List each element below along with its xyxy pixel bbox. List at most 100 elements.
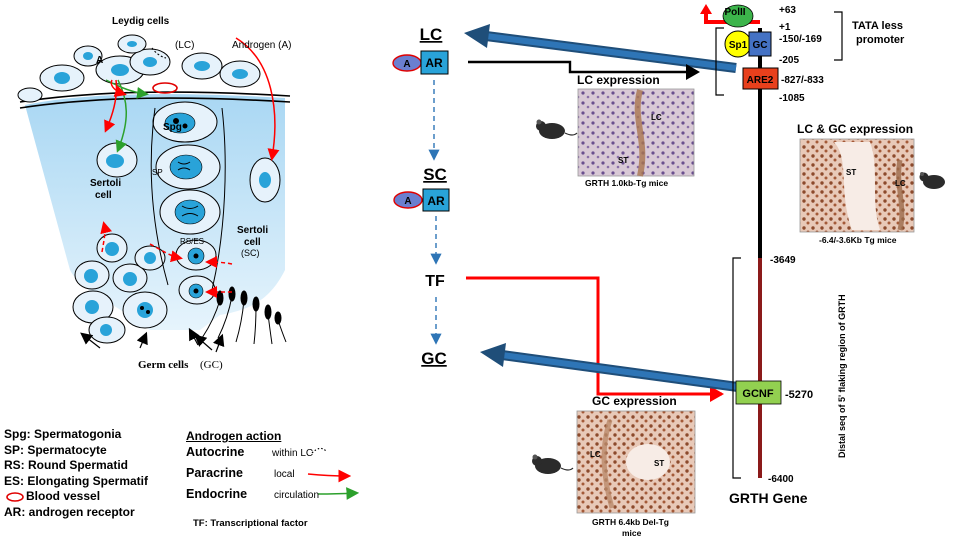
histology-image-64kb: LC ST: [576, 410, 696, 514]
androgen-label: Androgen (A): [232, 40, 291, 51]
peripheral-germ-cells: [72, 142, 281, 344]
tata-label-2: promoter: [856, 34, 905, 46]
germ-cell-pointer-arrow: [80, 332, 101, 349]
img3-lc-label: LC: [895, 179, 906, 188]
abbreviation-legend: Spg: Spermatogonia SP: Spermatocyte RS: …: [4, 427, 179, 520]
pos-5270: -5270: [785, 389, 813, 401]
androgen-oval-1-label: A: [403, 59, 410, 70]
mouse-icon: [536, 119, 578, 139]
germ-cell-pointer-arrow: [136, 331, 148, 349]
endocrine-line-sample: [317, 487, 360, 500]
germ-cell-column: [152, 101, 221, 305]
autocrine-desc: within LC: [272, 448, 314, 459]
sertoli-boundary: [211, 107, 226, 291]
histology-image-36kb: ST LC: [799, 138, 915, 233]
caption-64kb-1: GRTH 6.4kb Del-Tg: [592, 517, 669, 527]
gc-box: [748, 31, 772, 57]
androgen-a-small-label: A: [96, 55, 103, 66]
androgen-action-title: Androgen action: [186, 429, 282, 443]
caption-64kb-2: mice: [622, 528, 642, 538]
img2-lc-label: LC: [590, 450, 601, 459]
lc-gc-expression-label: LC & GC expression: [797, 122, 913, 136]
paracrine-name: Paracrine: [186, 466, 243, 480]
sp-label: SP: [152, 168, 163, 177]
legend-item-ar: AR: androgen receptor: [4, 504, 135, 519]
gc-node: GC: [421, 349, 447, 368]
sc-node: SC: [423, 165, 447, 184]
paracrine-desc: local: [274, 469, 295, 480]
lc-expression-label: LC expression: [577, 73, 660, 87]
paracrine-row: Paracrine local: [186, 466, 295, 480]
mouse-icon: [532, 454, 574, 474]
lc-expression-arrow: [468, 60, 690, 74]
tf-to-gcnf-arrowhead: [710, 386, 724, 402]
pos-3649: -3649: [770, 255, 796, 266]
androgen-oval-2-label: A: [404, 196, 411, 207]
autocrine-row: Autocrine within LC: [186, 445, 313, 459]
distal-bracket: [732, 257, 741, 479]
polii-label: PolII: [724, 7, 745, 18]
img3-st-label: ST: [846, 168, 856, 177]
legend-item-blood-vessel: Blood vessel: [26, 489, 101, 503]
paracrine-dashed-arrow: [205, 256, 233, 269]
endocrine-name: Endocrine: [186, 487, 248, 501]
endocrine-row: Endocrine circulation: [186, 487, 319, 501]
gcnf-label: GCNF: [742, 388, 773, 400]
distal-seq-label: Distal seq of 5' flaking region of GRTH: [837, 294, 847, 458]
sertoli-right-label-2: cell: [244, 237, 261, 248]
androgen-action-legend: Androgen action Autocrine within LC Parac…: [186, 429, 361, 504]
leydig-cells-label: Leydig cells: [112, 16, 170, 27]
img1-lc-label: LC: [651, 113, 662, 122]
lc-label: (LC): [175, 40, 194, 51]
are2-label: ARE2: [747, 75, 774, 86]
germ-cells-label: Germ cells: [138, 359, 189, 371]
sertoli-right-label-3: (SC): [241, 248, 260, 258]
caption-1kb: GRTH 1.0kb-Tg mice: [585, 178, 668, 188]
caption-36kb: -6.4/-3.6Kb Tg mice: [819, 235, 897, 245]
histology-image-1kb: LC ST: [577, 88, 695, 177]
autocrine-name: Autocrine: [186, 445, 245, 459]
sertoli-left-label-2: cell: [95, 190, 112, 201]
germ-cell-pointer-arrow: [194, 334, 213, 351]
blood-vessel-legend-icon: [6, 492, 24, 502]
tf-to-gcnf-red-path: [466, 276, 722, 396]
rses-label: RS/ES: [180, 237, 204, 246]
legend-item-sp: SP: Spermatocyte: [4, 442, 107, 457]
pos-150-169: -150/-169: [779, 34, 822, 45]
sertoli-left-label-1: Sertoli: [90, 178, 121, 189]
ar-box-1: [420, 50, 449, 75]
paracrine-arrow: [235, 37, 280, 161]
tata-label-1: TATA less: [852, 20, 903, 32]
sertoli-right-label-1: Sertoli: [237, 225, 268, 236]
autocrine-arrow: [151, 47, 167, 59]
legend-item-spg: Spg: Spermatogonia: [4, 427, 122, 441]
ar-box-2-label: AR: [427, 194, 445, 208]
sertoli-boundary: [150, 107, 169, 286]
ar-box-1-label: AR: [425, 56, 443, 70]
tf-node: TF: [425, 273, 445, 290]
ar-box-2: [422, 188, 450, 212]
polii-shape: [722, 4, 754, 28]
pos-827-833: -827/-833: [781, 75, 824, 86]
legend-item-es: ES: Elongating Spermatif: [4, 473, 149, 488]
blue-arrow-to-lc: [464, 24, 737, 73]
legend-item-rs: RS: Round Spermatid: [4, 458, 129, 472]
paracrine-arrow: [110, 79, 127, 97]
right-promoter-bracket: [834, 11, 843, 61]
lc-node: LC: [420, 25, 443, 44]
grth-gene-label: GRTH Gene: [729, 490, 808, 506]
grth-gene: PolII Sp1 GC ARE2 GCNF +63 +1 -150/-169 …: [700, 4, 905, 506]
gc-label: (GC): [200, 359, 223, 371]
endocrine-desc: circulation: [274, 490, 320, 501]
pos-plus1: +1: [779, 22, 791, 33]
germ-cell-pointer-arrow: [213, 333, 225, 353]
paracrine-arrow: [104, 79, 118, 133]
paracrine-dashed-arrow: [149, 243, 183, 263]
pos-6400: -6400: [768, 474, 794, 485]
pos-1085: -1085: [779, 93, 805, 104]
germ-cell-pointer-arrow: [188, 327, 200, 346]
gc-expression-label: GC expression: [592, 394, 677, 408]
spg-label: Spg: [163, 122, 182, 133]
img2-st-label: ST: [654, 459, 664, 468]
lc-expression-arrowhead: [686, 64, 700, 80]
